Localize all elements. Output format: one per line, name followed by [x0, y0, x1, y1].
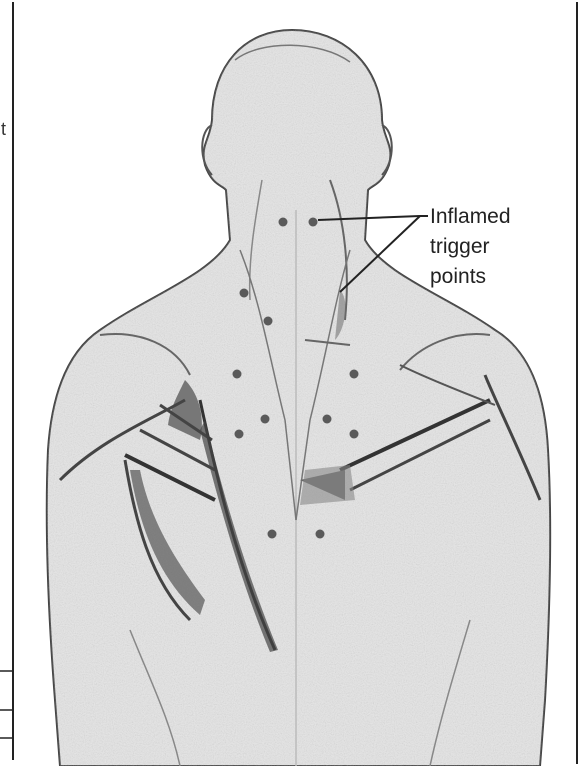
- trigger-point: [268, 530, 277, 539]
- trigger-point: [240, 289, 249, 298]
- trigger-point: [233, 370, 242, 379]
- callout-label-line-2: trigger: [430, 236, 490, 257]
- trigger-point: [261, 415, 270, 424]
- callout-label-line-3: points: [430, 266, 486, 287]
- trigger-point: [279, 218, 288, 227]
- trigger-point: [323, 415, 332, 424]
- trigger-point: [309, 218, 318, 227]
- cropped-text-fragment: t: [1, 119, 6, 140]
- trigger-point: [350, 370, 359, 379]
- trigger-point: [350, 430, 359, 439]
- trigger-point: [235, 430, 244, 439]
- callout-label-line-1: Inflamed: [430, 206, 511, 227]
- trigger-point: [316, 530, 325, 539]
- trigger-point: [264, 317, 273, 326]
